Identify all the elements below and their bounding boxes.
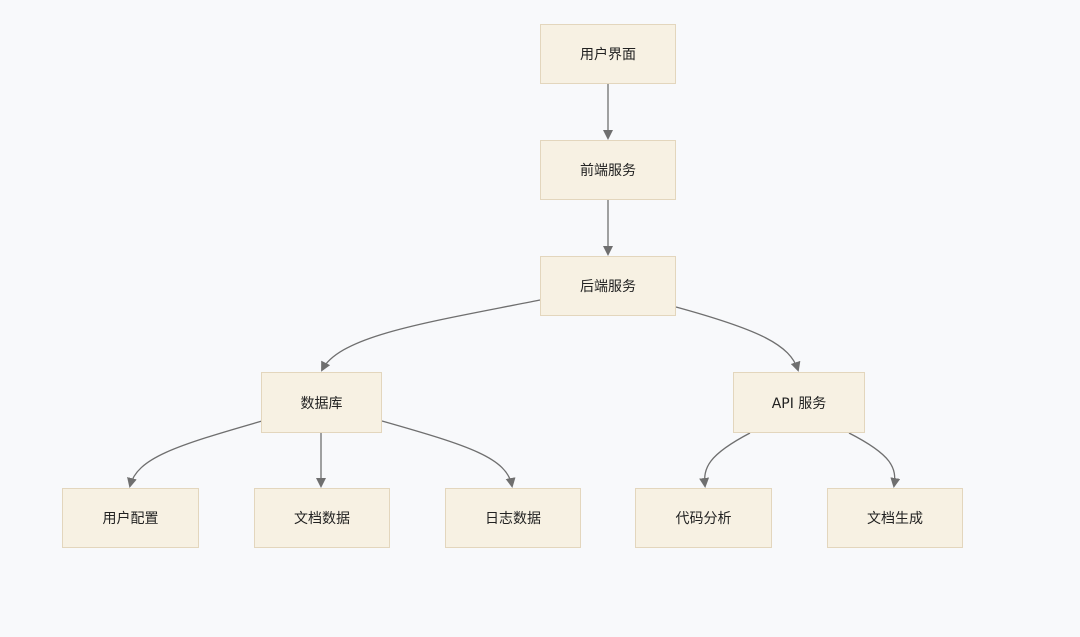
node-api-service: API 服务 [733,372,865,433]
node-document-generation: 文档生成 [827,488,963,548]
node-user-interface: 用户界面 [540,24,676,84]
node-user-config: 用户配置 [62,488,199,548]
edge-backend-service-to-api-service [675,306,801,372]
edge-api-service-to-document-generation [848,432,901,488]
node-backend-service: 后端服务 [540,256,676,316]
node-frontend-service: 前端服务 [540,140,676,200]
node-database: 数据库 [261,372,382,433]
edge-api-service-to-code-analysis [699,432,751,488]
node-log-data: 日志数据 [445,488,581,548]
edge-database-to-user-config [127,420,263,488]
node-document-data: 文档数据 [254,488,390,548]
edge-database-to-log-data [381,420,516,488]
node-code-analysis: 代码分析 [635,488,772,548]
edge-backend-service-to-database [321,299,541,372]
